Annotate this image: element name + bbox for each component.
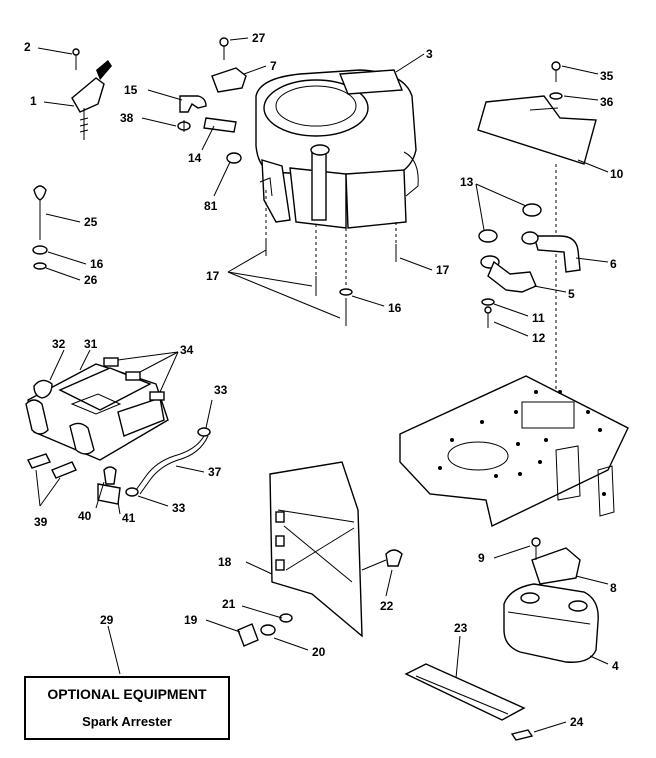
callout-27: 27 xyxy=(252,31,266,45)
air-cleaner xyxy=(25,357,169,479)
callout-15: 15 xyxy=(124,83,138,97)
callout-35: 35 xyxy=(600,69,614,83)
callout-37: 37 xyxy=(208,465,222,479)
callout-38: 38 xyxy=(120,111,134,125)
callout-16-center: 16 xyxy=(388,301,402,315)
callout-33-top: 33 xyxy=(214,383,228,397)
callout-39: 39 xyxy=(34,515,48,529)
breather-tube xyxy=(97,427,211,505)
engine-bolts xyxy=(265,190,397,326)
callout-8: 8 xyxy=(610,581,617,595)
callout-6: 6 xyxy=(610,257,617,271)
callout-24: 24 xyxy=(570,715,584,729)
optional-equipment-box: OPTIONAL EQUIPMENT Spark Arrester xyxy=(24,676,230,740)
callout-81: 81 xyxy=(204,199,218,213)
callout-5: 5 xyxy=(568,287,575,301)
callout-26: 26 xyxy=(84,273,98,287)
spark-arrester xyxy=(404,663,534,741)
callout-33-bottom: 33 xyxy=(172,501,186,515)
callout-14: 14 xyxy=(188,151,202,165)
throttle-control xyxy=(71,48,112,140)
callout-23: 23 xyxy=(454,621,468,635)
frame-plate xyxy=(399,375,629,528)
callout-29: 29 xyxy=(100,613,114,627)
fuel-fittings xyxy=(177,95,242,164)
clamp xyxy=(211,37,247,93)
shield-panel xyxy=(237,461,403,647)
callout-20: 20 xyxy=(312,645,326,659)
muffler xyxy=(503,537,599,663)
callout-25: 25 xyxy=(84,215,98,229)
callout-13: 13 xyxy=(460,175,474,189)
callout-12: 12 xyxy=(532,331,546,345)
callout-17-left: 17 xyxy=(206,269,220,283)
callout-1: 1 xyxy=(30,94,37,108)
callout-18: 18 xyxy=(218,555,232,569)
callout-19: 19 xyxy=(184,613,198,627)
callout-10: 10 xyxy=(610,167,624,181)
callout-34: 34 xyxy=(180,343,194,357)
optional-equipment-subtitle: Spark Arrester xyxy=(82,714,172,729)
exhaust-pipes xyxy=(478,203,581,328)
callout-21: 21 xyxy=(222,597,236,611)
callout-36: 36 xyxy=(600,95,614,109)
callout-22: 22 xyxy=(380,599,394,613)
callout-16-left: 16 xyxy=(90,257,104,271)
callout-4: 4 xyxy=(612,659,619,673)
callout-41: 41 xyxy=(122,511,136,525)
optional-equipment-title: OPTIONAL EQUIPMENT xyxy=(47,686,207,702)
callout-7: 7 xyxy=(270,59,277,73)
callout-31: 31 xyxy=(84,337,98,351)
engine xyxy=(255,69,419,229)
heat-shield xyxy=(477,61,597,394)
callout-17-right: 17 xyxy=(436,263,450,277)
callout-11: 11 xyxy=(532,311,545,325)
callout-3: 3 xyxy=(426,47,433,61)
dipstick xyxy=(32,185,48,270)
callout-2: 2 xyxy=(24,40,31,54)
callout-32: 32 xyxy=(52,337,66,351)
callout-9: 9 xyxy=(478,551,485,565)
callout-40: 40 xyxy=(78,509,92,523)
